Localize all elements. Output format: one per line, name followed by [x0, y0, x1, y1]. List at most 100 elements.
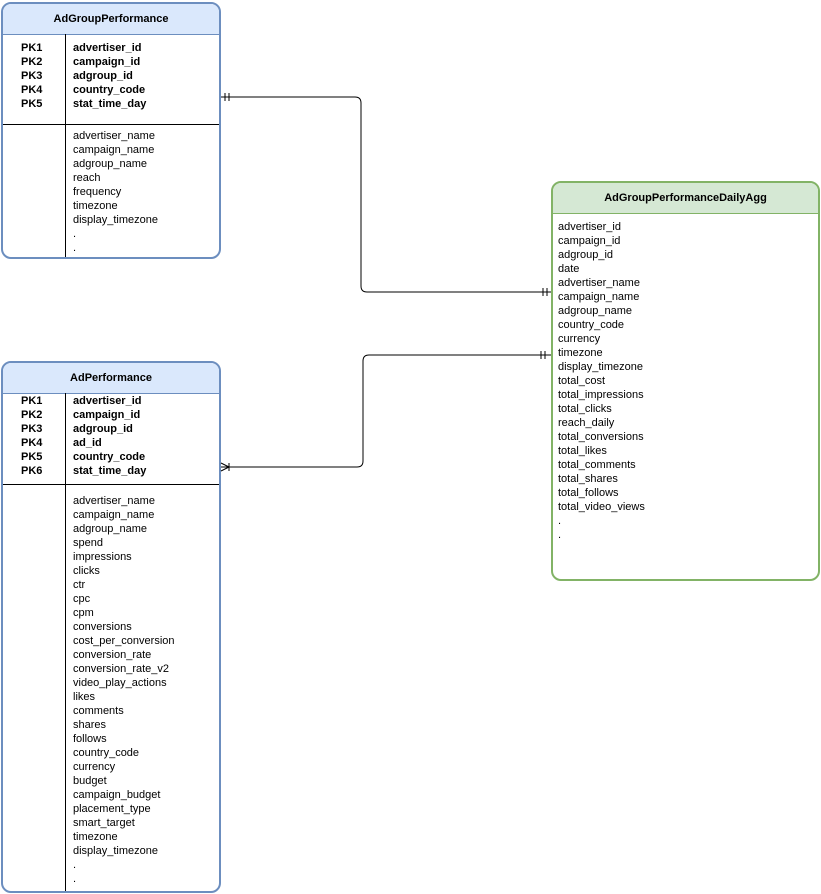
field-row: follows: [73, 733, 107, 745]
connector-line: [221, 354, 551, 468]
field-label: PK1: [21, 42, 43, 54]
field-row: ctr: [73, 579, 86, 591]
attribute-fields: advertiser_name campaign_name adgroup_name…: [73, 494, 175, 886]
field-label: PK3: [21, 70, 43, 82]
field-label: PK4: [21, 84, 43, 96]
field-field: country_code: [73, 451, 146, 463]
field-row: total_video_views: [558, 501, 645, 513]
field-row: advertiser_name: [73, 495, 155, 507]
field-row: frequency: [73, 186, 122, 198]
entity-adgroup-performance-daily-agg[interactable]: AdGroupPerformanceDailyAgg advertiser_id…: [551, 181, 820, 581]
relationship-adgroup-to-daily-agg[interactable]: [221, 93, 551, 296]
field-row: reach_daily: [558, 417, 615, 429]
field-row: country_code: [73, 747, 140, 759]
field-row: adgroup_name: [73, 523, 148, 535]
field-field: ad_id: [73, 437, 102, 449]
field-row: placement_type: [73, 803, 151, 815]
field-label: PK4: [21, 437, 43, 449]
field-label: PK6: [21, 465, 43, 477]
field-row: display_timezone: [558, 361, 643, 373]
attribute-fields: advertiser_name campaign_name adgroup_name…: [73, 129, 158, 255]
field-field: stat_time_day: [73, 465, 147, 477]
entity-title: AdGroupPerformance: [3, 4, 219, 35]
field-field: adgroup_id: [73, 423, 133, 435]
field-label: PK5: [21, 451, 43, 463]
field-field: stat_time_day: [73, 98, 147, 110]
field-row: cpc: [73, 593, 91, 605]
field-row: cpm: [73, 607, 94, 619]
field-field: campaign_id: [73, 56, 141, 68]
field-row: .: [73, 873, 77, 885]
field-label: PK1: [21, 395, 43, 407]
field-row: date: [558, 263, 580, 275]
field-row: conversions: [73, 621, 132, 633]
field-row: total_cost: [558, 375, 606, 387]
field-row: total_follows: [558, 487, 619, 499]
field-row: total_conversions: [558, 431, 644, 443]
section-divider: [3, 484, 219, 485]
field-row: impressions: [73, 551, 132, 563]
field-row: timezone: [558, 347, 603, 359]
field-row: display_timezone: [73, 845, 158, 857]
field-row: country_code: [558, 319, 625, 331]
section-divider: [3, 124, 219, 125]
column-divider: [65, 34, 66, 257]
field-row: adgroup_id: [558, 249, 614, 261]
field-row: .: [73, 859, 77, 871]
field-label: PK2: [21, 56, 43, 68]
field-row: campaign_budget: [73, 789, 161, 801]
field-label: PK3: [21, 423, 43, 435]
field-row: total_comments: [558, 459, 636, 471]
field-row: .: [73, 242, 77, 254]
field-row: .: [73, 228, 77, 240]
field-label: PK5: [21, 98, 43, 110]
field-row: timezone: [73, 831, 118, 843]
field-row: display_timezone: [73, 214, 158, 226]
field-row: spend: [73, 537, 103, 549]
crow-foot-mark: [220, 466, 230, 472]
field-row: advertiser_name: [73, 130, 155, 142]
crow-foot-mark: [220, 462, 230, 468]
field-row: total_clicks: [558, 403, 612, 415]
field-row: adgroup_name: [73, 158, 148, 170]
field-row: reach: [73, 172, 101, 184]
field-row: total_impressions: [558, 389, 644, 401]
field-row: timezone: [73, 200, 118, 212]
column-divider: [65, 393, 66, 891]
field-row: video_play_actions: [73, 677, 167, 689]
field-field: country_code: [73, 84, 146, 96]
connector-line: [221, 96, 551, 293]
field-field: campaign_id: [73, 409, 141, 421]
field-field: adgroup_id: [73, 70, 133, 82]
field-row: currency: [558, 333, 601, 345]
field-row: conversion_rate: [73, 649, 152, 661]
entity-title: AdGroupPerformanceDailyAgg: [553, 183, 818, 214]
field-row: currency: [73, 761, 116, 773]
field-row: .: [558, 515, 562, 527]
relationship-ad-to-daily-agg[interactable]: [220, 351, 551, 472]
field-row: shares: [73, 719, 107, 731]
field-row: total_shares: [558, 473, 618, 485]
field-row: adgroup_name: [558, 305, 633, 317]
field-row: campaign_id: [558, 235, 621, 247]
field-row: advertiser_name: [558, 277, 640, 289]
field-field: advertiser_id: [73, 42, 142, 54]
entity-title: AdPerformance: [3, 363, 219, 394]
field-row: likes: [73, 691, 96, 703]
field-row: campaign_name: [73, 509, 155, 521]
field-field: advertiser_id: [73, 395, 142, 407]
field-row: clicks: [73, 565, 100, 577]
field-row: budget: [73, 775, 107, 787]
field-row: campaign_name: [558, 291, 640, 303]
field-row: campaign_name: [73, 144, 155, 156]
field-row: comments: [73, 705, 124, 717]
field-row: smart_target: [73, 817, 135, 829]
